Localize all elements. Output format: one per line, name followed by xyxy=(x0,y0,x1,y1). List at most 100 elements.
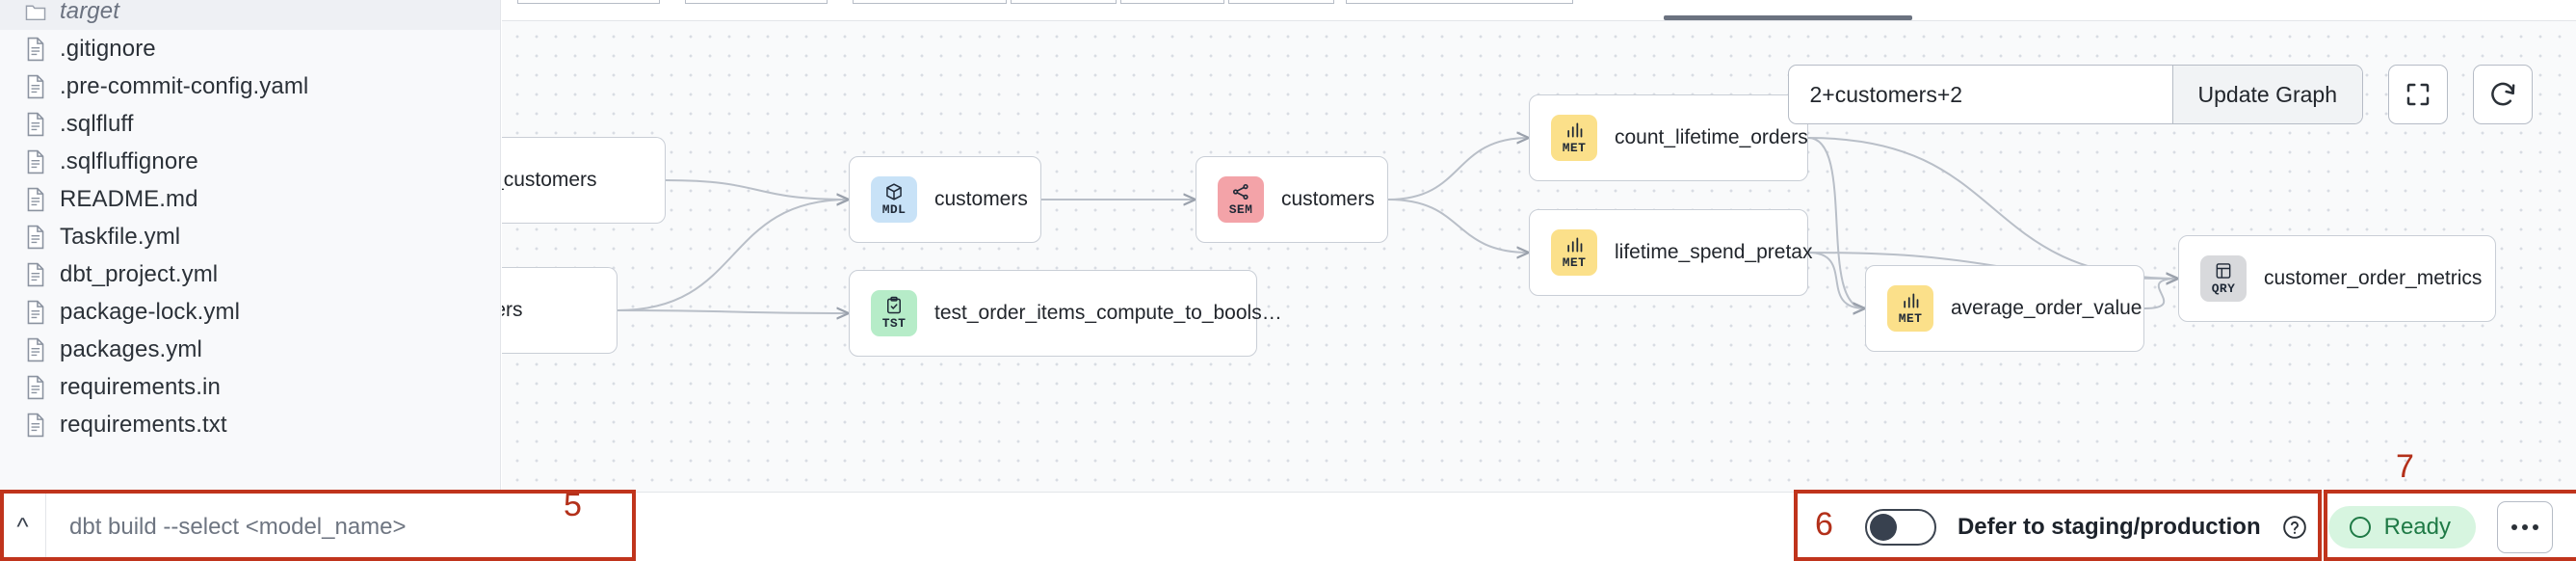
file-icon xyxy=(25,37,46,62)
file-list-item[interactable]: target xyxy=(0,0,500,30)
graph-node-label: customer_order_metrics xyxy=(2264,267,2483,289)
editor-tab-stub[interactable] xyxy=(1120,0,1224,4)
file-name-label: requirements.txt xyxy=(60,411,227,438)
file-name-label: .sqlfluff xyxy=(60,110,134,137)
graph-node-label: count_lifetime_orders xyxy=(1615,126,1808,148)
graph-node-label: customers xyxy=(1281,188,1375,210)
file-icon xyxy=(25,187,46,212)
file-explorer-panel: target .gitignore .pre-commit-config.yam… xyxy=(0,0,501,492)
graph-node-label: orders xyxy=(502,299,523,321)
file-list-item[interactable]: package-lock.yml xyxy=(0,293,500,331)
update-graph-button[interactable]: Update Graph xyxy=(2171,66,2362,123)
graph-edge xyxy=(2143,279,2178,309)
graph-edge xyxy=(1807,252,1865,308)
fullscreen-icon[interactable] xyxy=(2388,65,2448,124)
editor-tab-stub[interactable] xyxy=(853,0,1007,4)
help-circle-icon[interactable] xyxy=(2282,515,2307,540)
file-name-label: Taskfile.yml xyxy=(60,223,181,250)
file-icon xyxy=(25,149,46,174)
file-list-item[interactable]: .pre-commit-config.yaml xyxy=(0,67,500,105)
graph-edge xyxy=(1807,137,1865,308)
status-dot-icon xyxy=(2349,516,2371,538)
command-input[interactable] xyxy=(46,493,615,561)
file-name-label: README.md xyxy=(60,185,198,212)
file-list-item[interactable]: requirements.in xyxy=(0,368,500,406)
graph-node[interactable]: TST test_order_items_compute_to_bools… xyxy=(849,270,1282,357)
bar-chart-icon: MET xyxy=(1887,285,1933,332)
graph-select-group: Update Graph xyxy=(1787,65,2363,124)
command-bar: ^ xyxy=(0,493,615,561)
refresh-icon[interactable] xyxy=(2473,65,2533,124)
graph-node-label: lifetime_spend_pretax xyxy=(1615,241,1813,263)
more-horizontal-icon[interactable] xyxy=(2497,500,2553,553)
file-list-item[interactable]: Taskfile.yml xyxy=(0,218,500,255)
command-expand-button[interactable]: ^ xyxy=(0,493,46,561)
editor-tab-strip xyxy=(502,0,2576,21)
file-name-label: .gitignore xyxy=(60,35,156,62)
graph-node[interactable]: QRY customer_order_metrics xyxy=(2178,235,2496,322)
toggle-knob xyxy=(1869,513,1897,541)
file-list-item[interactable]: dbt_project.yml xyxy=(0,255,500,293)
graph-edge xyxy=(617,310,849,313)
status-bar: ^ Defer to staging/production Ready xyxy=(0,492,2576,561)
file-list-item[interactable]: .gitignore xyxy=(0,30,500,67)
file-list-item[interactable]: .sqlfluff xyxy=(0,105,500,143)
folder-icon xyxy=(25,0,46,24)
graph-edge xyxy=(665,179,849,200)
graph-edge xyxy=(1387,138,1529,200)
file-icon xyxy=(25,74,46,99)
file-name-label: dbt_project.yml xyxy=(60,260,219,287)
status-bar-right: Defer to staging/production Ready xyxy=(1864,493,2576,561)
graph-node-label: stg_customers xyxy=(502,169,597,191)
status-badge[interactable]: Ready xyxy=(2327,505,2476,548)
file-icon xyxy=(25,337,46,362)
file-icon xyxy=(25,413,46,438)
clipboard-check-icon: TST xyxy=(871,290,917,336)
graph-node[interactable]: MDL customers xyxy=(849,156,1041,243)
file-name-label: packages.yml xyxy=(60,335,202,362)
file-list-item[interactable]: README.md xyxy=(0,180,500,218)
file-list-item[interactable]: requirements.txt xyxy=(0,406,500,443)
file-list-item[interactable]: packages.yml xyxy=(0,331,500,368)
defer-to-staging-toggle[interactable] xyxy=(1864,508,1936,546)
graph-node[interactable]: SEM customers xyxy=(1196,156,1388,243)
file-icon xyxy=(25,262,46,287)
graph-node-label: test_order_items_compute_to_bools… xyxy=(934,302,1282,324)
editor-tab-stub[interactable] xyxy=(1011,0,1117,4)
node-kind-label: MDL xyxy=(881,202,907,217)
file-name-label: .sqlfluffignore xyxy=(60,147,198,174)
graph-toolbar: Update Graph xyxy=(1787,65,2533,124)
node-kind-label: MET xyxy=(1562,141,1587,155)
file-icon xyxy=(25,300,46,325)
defer-toggle-label: Defer to staging/production xyxy=(1957,513,2261,540)
node-kind-label: QRY xyxy=(2211,281,2236,296)
editor-tab-stub[interactable] xyxy=(517,0,660,4)
node-kind-label: MET xyxy=(1562,255,1587,270)
file-list: target .gitignore .pre-commit-config.yam… xyxy=(0,0,500,443)
editor-tab-stub[interactable] xyxy=(1228,0,1334,4)
file-name-label: package-lock.yml xyxy=(60,298,241,325)
bar-chart-icon: MET xyxy=(1551,229,1597,276)
file-icon xyxy=(25,112,46,137)
graph-edge xyxy=(1807,137,2178,279)
graph-node[interactable]: MET count_lifetime_orders xyxy=(1529,94,1808,181)
graph-select-input[interactable] xyxy=(1788,66,2172,123)
graph-node[interactable]: MET lifetime_spend_pretax xyxy=(1529,209,1812,296)
semantic-icon: SEM xyxy=(1218,176,1264,223)
query-icon: QRY xyxy=(2200,255,2247,302)
graph-node[interactable]: orders xyxy=(502,267,618,354)
editor-tab-stub[interactable] xyxy=(1346,0,1573,4)
cube-icon: MDL xyxy=(871,176,917,223)
status-badge-label: Ready xyxy=(2383,513,2451,540)
editor-tab-stub[interactable] xyxy=(685,0,828,4)
file-name-label: .pre-commit-config.yaml xyxy=(60,72,309,99)
file-icon xyxy=(25,225,46,250)
graph-node-label: customers xyxy=(934,188,1028,210)
active-tab-indicator xyxy=(1664,15,1912,20)
file-list-item[interactable]: .sqlfluffignore xyxy=(0,143,500,180)
graph-node[interactable]: stg_customers xyxy=(502,137,666,224)
node-kind-label: MET xyxy=(1898,311,1923,326)
